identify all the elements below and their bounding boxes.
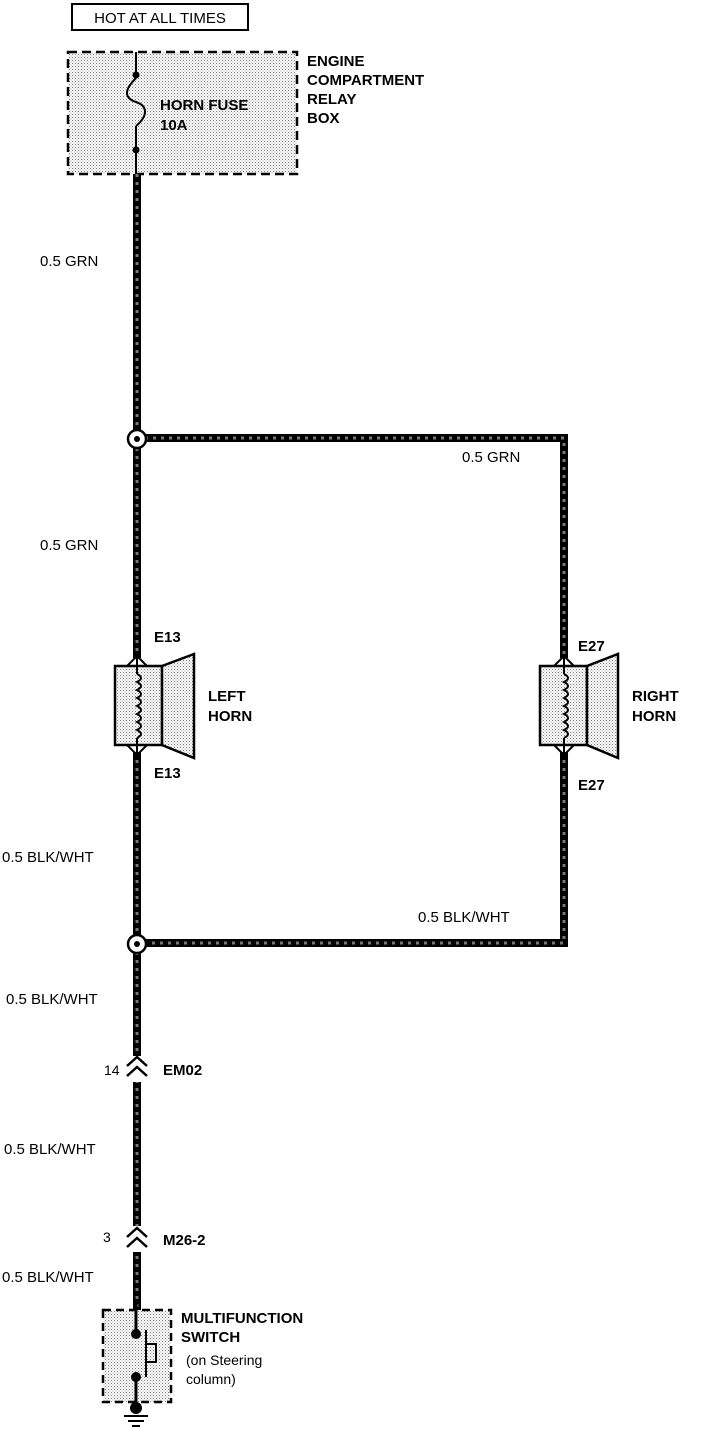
splice-top <box>126 428 148 450</box>
switch-title-1: MULTIFUNCTION <box>181 1310 303 1327</box>
connector-m26-2: 3 M26-2 <box>103 1226 206 1252</box>
wires <box>133 174 568 1310</box>
switch-title-2: SWITCH <box>181 1329 240 1346</box>
relay-box: HORN FUSE 10A ENGINE COMPARTMENT RELAY B… <box>66 50 424 176</box>
wire-label-left-below-horn: 0.5 BLK/WHT <box>2 849 94 866</box>
multifunction-switch: MULTIFUNCTION SWITCH (on Steering column… <box>101 1300 303 1408</box>
ground-icon <box>124 1402 148 1427</box>
relay-box-title-3: RELAY <box>307 91 356 108</box>
wire-label-branch-right: 0.5 GRN <box>462 449 520 466</box>
switch-contact-icon <box>145 1330 157 1377</box>
horn-bell-icon <box>585 652 620 760</box>
fuse-rating: 10A <box>160 117 188 134</box>
hot-at-all-times-box: HOT AT ALL TIMES <box>71 3 249 31</box>
wire-label-right-return: 0.5 BLK/WHT <box>418 909 510 926</box>
wire-label-left-horn: 0.5 GRN <box>40 537 98 554</box>
connector-chevron-icon <box>126 1226 148 1248</box>
left-horn: E13 E13 LEFT HORN <box>113 629 252 782</box>
relay-box-title-4: BOX <box>307 110 340 127</box>
horn-bell-icon <box>160 652 196 760</box>
wire-label-after-m26: 0.5 BLK/WHT <box>2 1269 94 1286</box>
right-horn-label-2: HORN <box>632 708 676 725</box>
right-horn-connector-top: E27 <box>578 638 605 655</box>
connector-em02: 14 EM02 <box>104 1055 202 1082</box>
fuse-name: HORN FUSE <box>160 97 248 114</box>
splice-bottom <box>126 933 148 955</box>
hot-at-all-times-label: HOT AT ALL TIMES <box>94 10 226 27</box>
relay-box-title-1: ENGINE <box>307 53 365 70</box>
horn-coil-icon <box>134 673 142 739</box>
wire-label-main-top: 0.5 GRN <box>40 253 98 270</box>
left-horn-label-1: LEFT <box>208 688 246 705</box>
switch-note-2: column) <box>186 1371 236 1387</box>
wire-right-horn-ground <box>137 752 568 947</box>
m26-name: M26-2 <box>163 1232 206 1249</box>
left-horn-connector-top: E13 <box>154 629 181 646</box>
em02-pin: 14 <box>104 1062 120 1078</box>
right-horn-label-1: RIGHT <box>632 688 679 705</box>
wire-branch-right-green <box>137 434 568 658</box>
right-horn: E27 E27 RIGHT HORN <box>538 638 679 794</box>
left-horn-connector-bottom: E13 <box>154 765 181 782</box>
relay-box-title-2: COMPARTMENT <box>307 72 424 89</box>
wire-label-after-em02: 0.5 BLK/WHT <box>4 1141 96 1158</box>
switch-note-1: (on Steering <box>186 1352 262 1368</box>
fuse-icon <box>126 77 146 127</box>
connector-chevron-icon <box>126 1055 148 1077</box>
wire-label-after-splice: 0.5 BLK/WHT <box>6 991 98 1008</box>
em02-name: EM02 <box>163 1062 202 1079</box>
m26-pin: 3 <box>103 1229 111 1245</box>
right-horn-connector-bottom: E27 <box>578 777 605 794</box>
left-horn-label-2: HORN <box>208 708 252 725</box>
horn-coil-icon <box>561 673 569 739</box>
